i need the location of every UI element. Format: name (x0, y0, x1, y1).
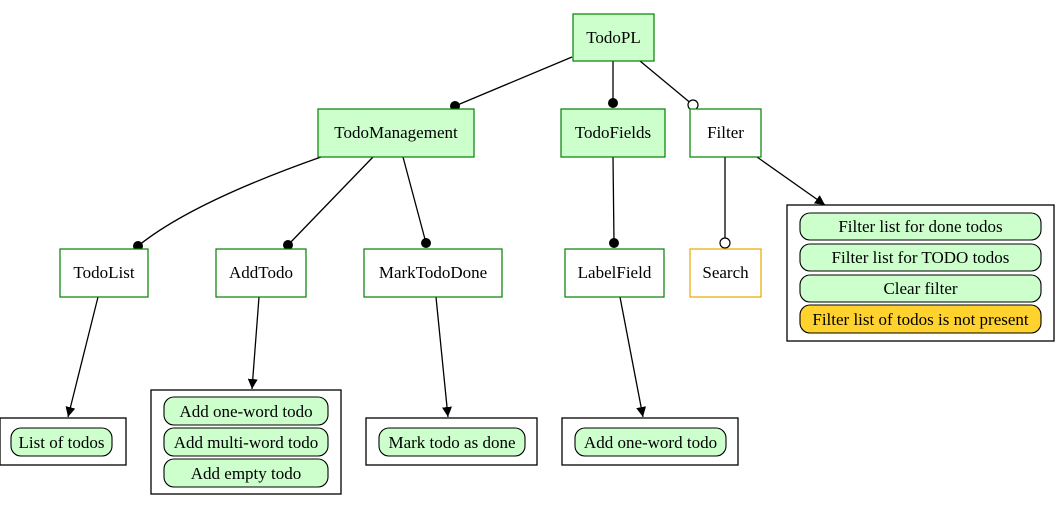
feature-label: TodoManagement (334, 123, 458, 142)
edge-todofields-labelfield (612, 156, 615, 244)
mandatory-dot (608, 98, 618, 108)
feature-node-todofields: TodoFields (560, 108, 666, 158)
edge-addtodo-scenarios (247, 296, 260, 390)
edges (65, 56, 826, 418)
scenario-label: Add one-word todo (584, 433, 717, 452)
feature-node-todopl: TodoPL (572, 13, 655, 62)
scenario-group-marktododone: Mark todo as done (365, 417, 538, 466)
edge-marktododone-scenarios (435, 296, 452, 418)
scenario-label: List of todos (19, 433, 105, 452)
edge-todolist-scenarios (65, 296, 99, 418)
scenario-group-addtodo: Add one-word todo Add multi-word todo Ad… (150, 389, 342, 495)
edge-todomanagement-addtodo (287, 156, 374, 246)
feature-label: TodoList (73, 263, 134, 282)
feature-label: Filter (707, 123, 744, 142)
feature-node-marktododone: MarkTodoDone (363, 248, 503, 298)
mandatory-dot (421, 238, 431, 248)
feature-node-todolist: TodoList (59, 248, 149, 298)
scenario-label: Mark todo as done (388, 433, 515, 452)
mandatory-dot (283, 240, 293, 250)
edge-todomanagement-todolist (137, 156, 322, 247)
scenario-group-filter: Filter list for done todos Filter list f… (786, 204, 1055, 342)
edge-todomanagement-marktododone (402, 156, 427, 244)
edge-filter-scenarios (756, 156, 826, 206)
scenario-label-missing: Filter list of todos is not present (812, 310, 1029, 329)
feature-node-todomanagement: TodoManagement (317, 108, 475, 158)
edge-labelfield-scenarios (619, 296, 647, 418)
edge-todopl-filter (639, 60, 694, 106)
scenario-group-todolist: List of todos (0, 417, 127, 466)
feature-label: TodoPL (586, 28, 641, 47)
optional-dot (719, 237, 731, 249)
feature-node-filter: Filter (689, 108, 762, 158)
scenario-label: Clear filter (883, 279, 957, 298)
edge-todopl-todomanagement (454, 56, 573, 107)
scenario-label: Filter list for TODO todos (832, 248, 1010, 267)
scenario-group-labelfield: Add one-word todo (561, 417, 739, 466)
feature-node-labelfield: LabelField (564, 248, 665, 298)
feature-label: MarkTodoDone (379, 263, 487, 282)
feature-label: AddTodo (229, 263, 293, 282)
scenario-label: Add one-word todo (179, 402, 312, 421)
feature-label: TodoFields (575, 123, 651, 142)
feature-label: Search (702, 263, 749, 282)
scenario-label: Add multi-word todo (174, 433, 319, 452)
feature-label: LabelField (578, 263, 652, 282)
mandatory-dot (609, 238, 619, 248)
scenario-label: Filter list for done todos (838, 217, 1002, 236)
feature-node-search: Search (689, 248, 762, 298)
scenario-label: Add empty todo (191, 464, 302, 483)
feature-node-addtodo: AddTodo (215, 248, 307, 298)
